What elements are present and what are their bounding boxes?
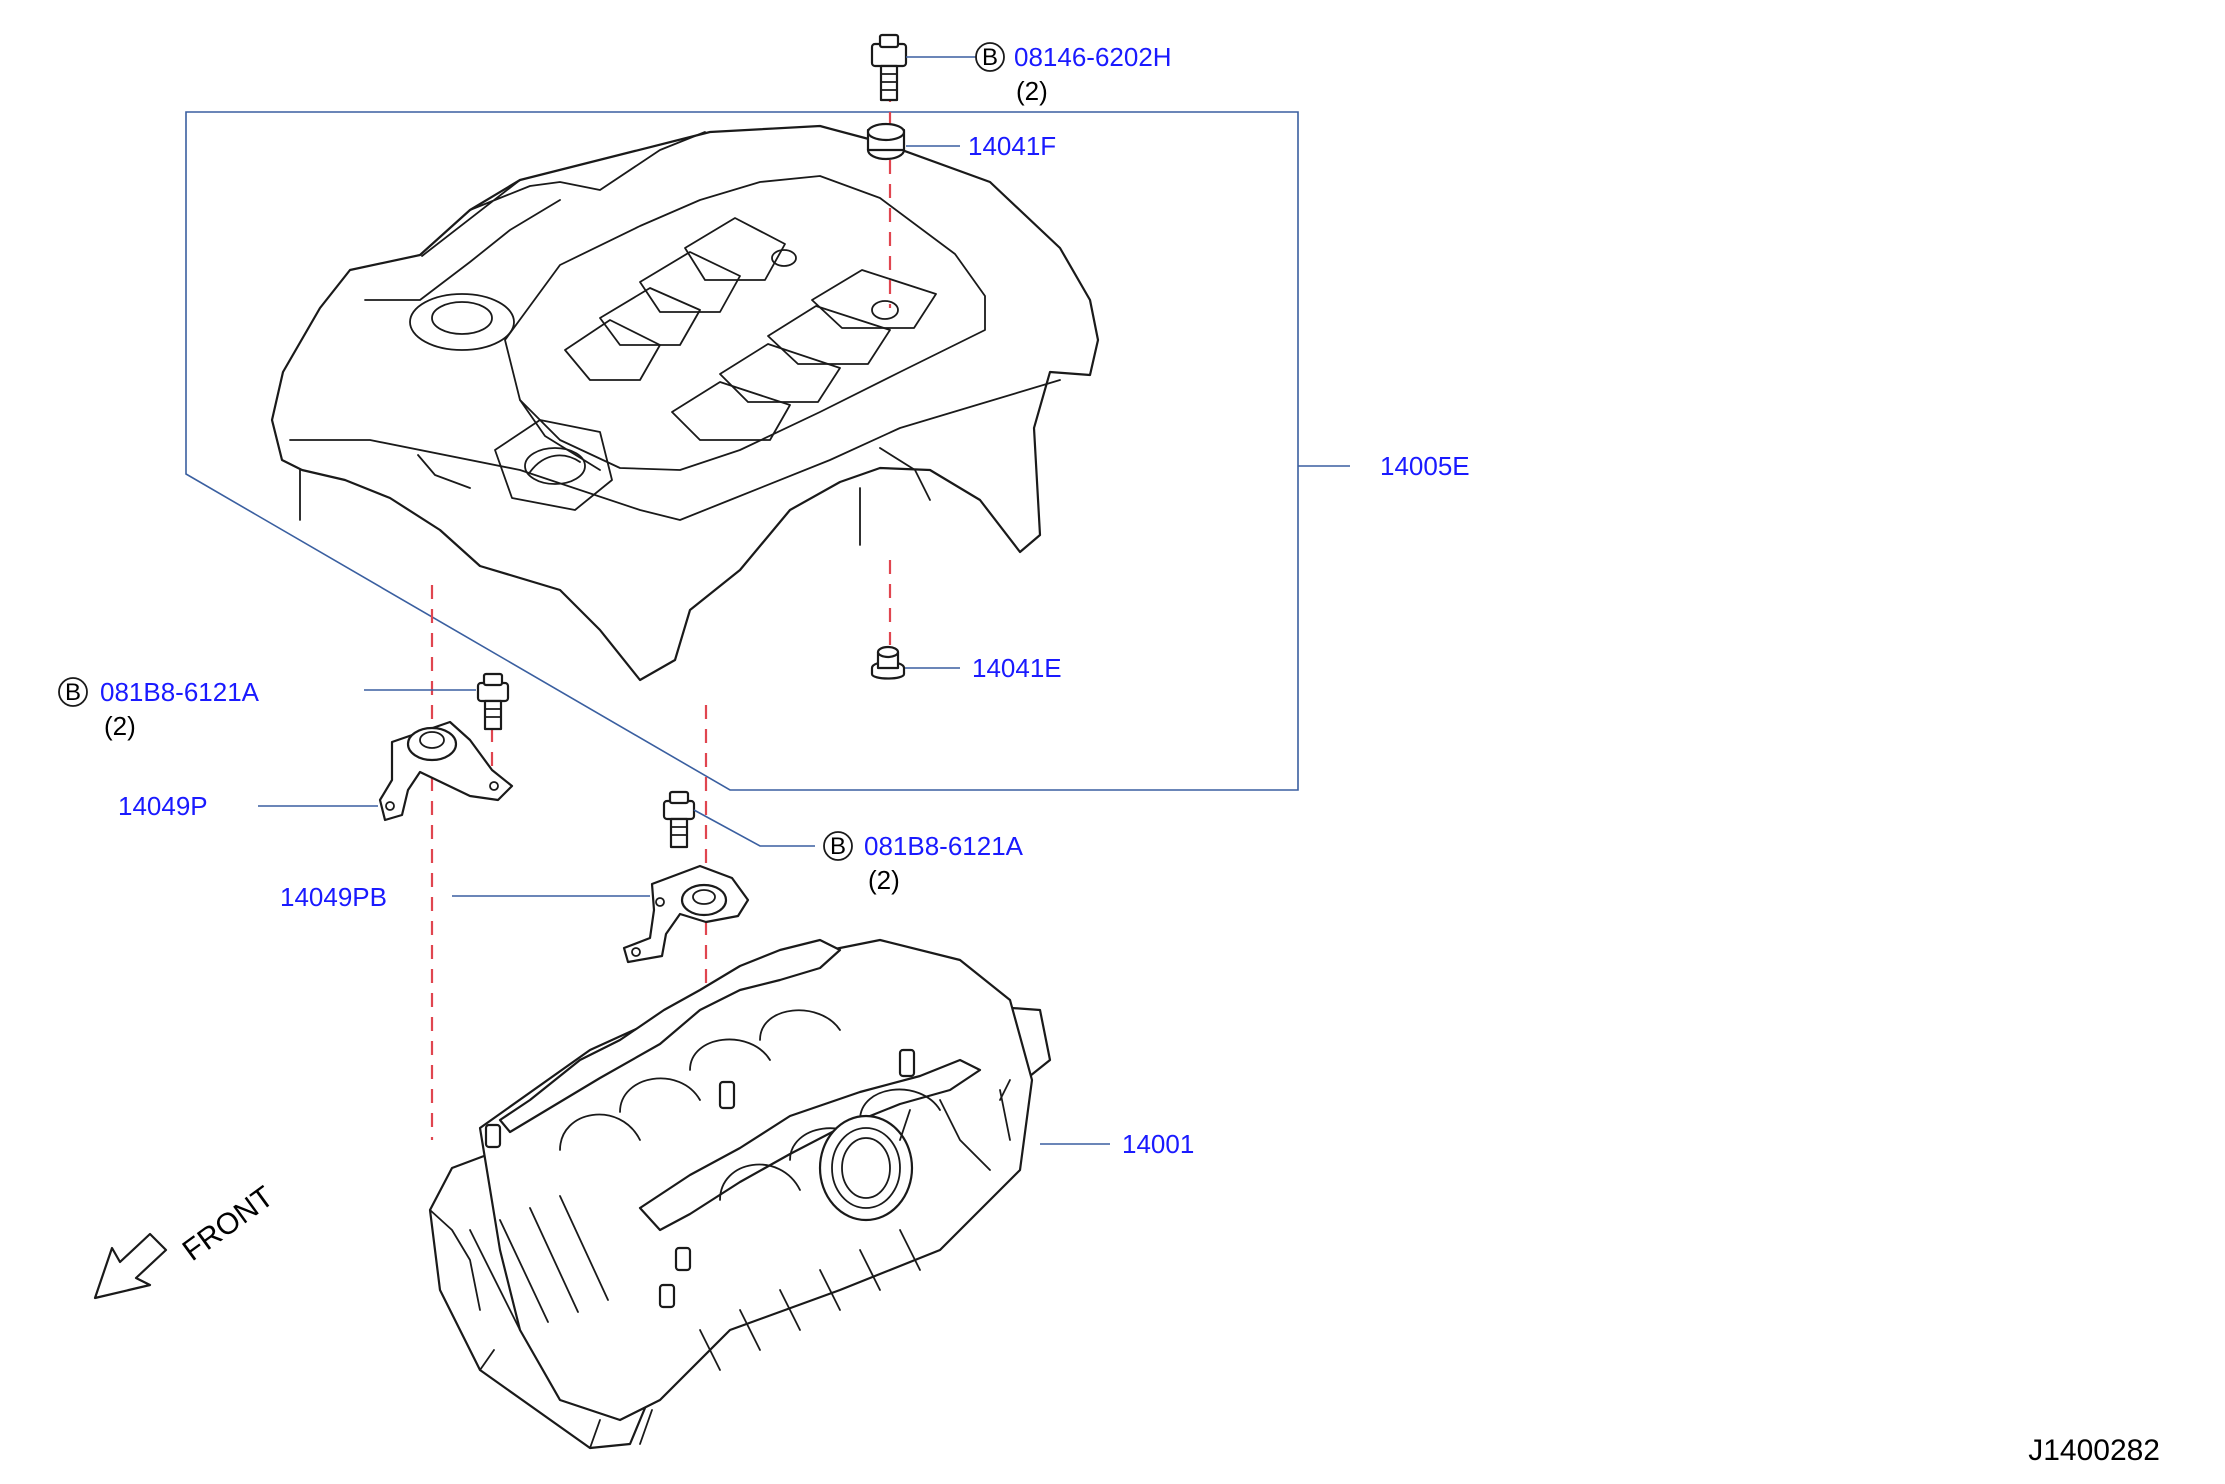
grommet-icon xyxy=(866,122,906,161)
bolt-top-symbol: B xyxy=(982,44,998,71)
bracket-left-part-number[interactable]: 14049P xyxy=(118,791,208,821)
grommet-bottom-part-number[interactable]: 14041E xyxy=(972,653,1062,683)
bracket-icon xyxy=(622,864,750,964)
figure-code: J1400282 xyxy=(2028,1434,2160,1467)
bolt-icon xyxy=(662,790,696,849)
symbol-circle xyxy=(823,831,853,861)
bolt-top-quantity: (2) xyxy=(1016,76,1048,106)
grommet-top-part-number[interactable]: 14041F xyxy=(968,131,1056,161)
engine-cover-icon xyxy=(270,124,1100,682)
bolt-left-part-number[interactable]: 081B8-6121A xyxy=(100,677,260,707)
cover-group-outline xyxy=(185,111,1299,791)
symbol-circle xyxy=(975,42,1005,72)
bracket-icon xyxy=(378,720,514,822)
bolt-mid-part-number[interactable]: 081B8-6121A xyxy=(864,831,1024,861)
bolt-icon xyxy=(870,33,908,102)
intake-manifold-icon xyxy=(428,938,1052,1450)
grommet-icon xyxy=(870,645,906,680)
front-label: FRONT xyxy=(177,1180,280,1267)
bracket-mid-part-number[interactable]: 14049PB xyxy=(280,882,387,912)
manifold-part-number[interactable]: 14001 xyxy=(1122,1129,1194,1159)
symbol-circle xyxy=(58,677,88,707)
bolt-left-symbol: B xyxy=(65,679,81,706)
cover-part-number[interactable]: 14005E xyxy=(1380,451,1470,481)
bolt-left-quantity: (2) xyxy=(104,711,136,741)
front-arrow-icon xyxy=(93,1232,168,1300)
bolt-mid-symbol: B xyxy=(830,833,846,860)
bolt-icon xyxy=(476,672,510,731)
bolt-mid-quantity: (2) xyxy=(868,865,900,895)
bolt-top-part-number[interactable]: 08146-6202H xyxy=(1014,42,1172,72)
